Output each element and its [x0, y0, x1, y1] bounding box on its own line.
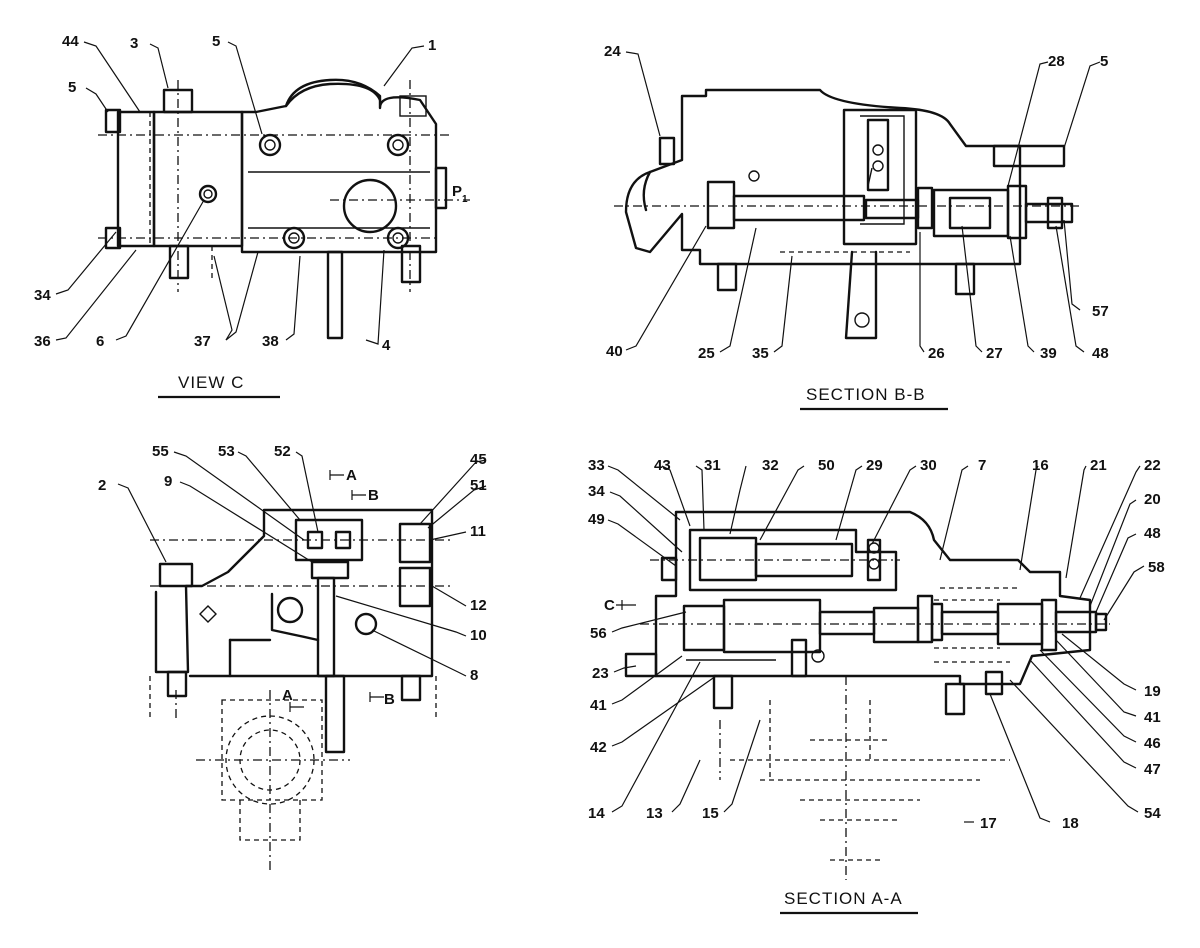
callout-16: 16: [1032, 457, 1049, 474]
callout-28: 28: [1048, 53, 1065, 70]
callout-50: 50: [818, 457, 835, 474]
view-c-title: VIEW C: [178, 373, 244, 392]
callout-8: 8: [470, 667, 478, 684]
callout-49: 49: [588, 511, 605, 528]
section-bb-drawing: [614, 88, 1082, 340]
callout-48: 48: [1144, 525, 1161, 542]
callout-19: 19: [1144, 683, 1161, 700]
view-c-drawing: [98, 78, 470, 340]
callout-29: 29: [866, 457, 883, 474]
section-aa-leaders: [607, 465, 1145, 823]
callout-13: 13: [646, 805, 663, 822]
section-b-marker-top: B: [368, 487, 379, 504]
section-aa-callouts: 33 43 31 32 50 29 30 7 16 21 22 34 49 20…: [588, 457, 1165, 832]
section-a-marker-top: A: [346, 467, 357, 484]
section-aa-title: SECTION A-A: [784, 889, 903, 908]
callout-45: 45: [470, 451, 487, 468]
callout-47: 47: [1144, 761, 1161, 778]
callout-32: 32: [762, 457, 779, 474]
section-aa-drawing: [624, 510, 1110, 880]
callout-37: 37: [194, 333, 211, 350]
bottom-left-drawing: [149, 508, 450, 870]
callout-54: 54: [1144, 805, 1161, 822]
callout-41: 41: [1144, 709, 1161, 726]
callout-30: 30: [920, 457, 937, 474]
section-a-marker-bottom: A: [282, 687, 293, 704]
callout-48: 48: [1092, 345, 1109, 362]
view-c-callouts: 44 3 5 5 1 34 36 6 37 38 4: [34, 33, 436, 354]
callout-33: 33: [588, 457, 605, 474]
section-markers: A B A B: [282, 467, 395, 712]
section-bb-title: SECTION B-B: [806, 385, 926, 404]
callout-57: 57: [1092, 303, 1109, 320]
callout-4: 4: [382, 337, 391, 354]
callout-51: 51: [470, 477, 487, 494]
callout-26: 26: [928, 345, 945, 362]
port-p-subscript: 1: [462, 194, 468, 205]
callout-5: 5: [212, 33, 220, 50]
callout-39: 39: [1040, 345, 1057, 362]
bottom-left-leaders: [117, 451, 487, 677]
callout-31: 31: [704, 457, 721, 474]
port-p-label: P: [452, 183, 462, 200]
callout-27: 27: [986, 345, 1003, 362]
callout-46: 46: [1144, 735, 1161, 752]
view-c-marker: C: [604, 597, 615, 614]
callout-25: 25: [698, 345, 715, 362]
callout-6: 6: [96, 333, 104, 350]
section-bb-leaders: [625, 51, 1101, 353]
callout-22: 22: [1144, 457, 1161, 474]
callout-58: 58: [1148, 559, 1165, 576]
callout-53: 53: [218, 443, 235, 460]
callout-14: 14: [588, 805, 605, 822]
callout-10: 10: [470, 627, 487, 644]
callout-43: 43: [654, 457, 671, 474]
callout-9: 9: [164, 473, 172, 490]
callout-17: 17: [980, 815, 997, 832]
callout-11: 11: [470, 523, 486, 540]
callout-15: 15: [702, 805, 719, 822]
callout-12: 12: [470, 597, 487, 614]
callout-40: 40: [606, 343, 623, 360]
callout-21: 21: [1090, 457, 1107, 474]
callout-35: 35: [752, 345, 769, 362]
bottom-left-callouts: 2 55 53 52 45 51 11 9 12 10 8: [98, 443, 487, 684]
callout-41: 41: [590, 697, 607, 714]
callout-44: 44: [62, 33, 79, 50]
callout-2: 2: [98, 477, 106, 494]
callout-1: 1: [428, 37, 436, 54]
callout-34: 34: [588, 483, 605, 500]
callout-38: 38: [262, 333, 279, 350]
callout-55: 55: [152, 443, 169, 460]
callout-18: 18: [1062, 815, 1079, 832]
view-c-leaders: [55, 41, 425, 345]
section-bb-callouts: 24 28 5 40 25 35 26 27 39 48 57: [604, 43, 1109, 362]
callout-34: 34: [34, 287, 51, 304]
callout-52: 52: [274, 443, 291, 460]
view-c-arrow: [616, 600, 636, 610]
callout-5: 5: [1100, 53, 1108, 70]
section-b-marker-bottom: B: [384, 691, 395, 708]
callout-3: 3: [130, 35, 138, 52]
callout-56: 56: [590, 625, 607, 642]
callout-24: 24: [604, 43, 621, 60]
callout-23: 23: [592, 665, 609, 682]
callout-20: 20: [1144, 491, 1161, 508]
callout-36: 36: [34, 333, 51, 350]
callout-7: 7: [978, 457, 986, 474]
callout-42: 42: [590, 739, 607, 756]
callout-5: 5: [68, 79, 76, 96]
